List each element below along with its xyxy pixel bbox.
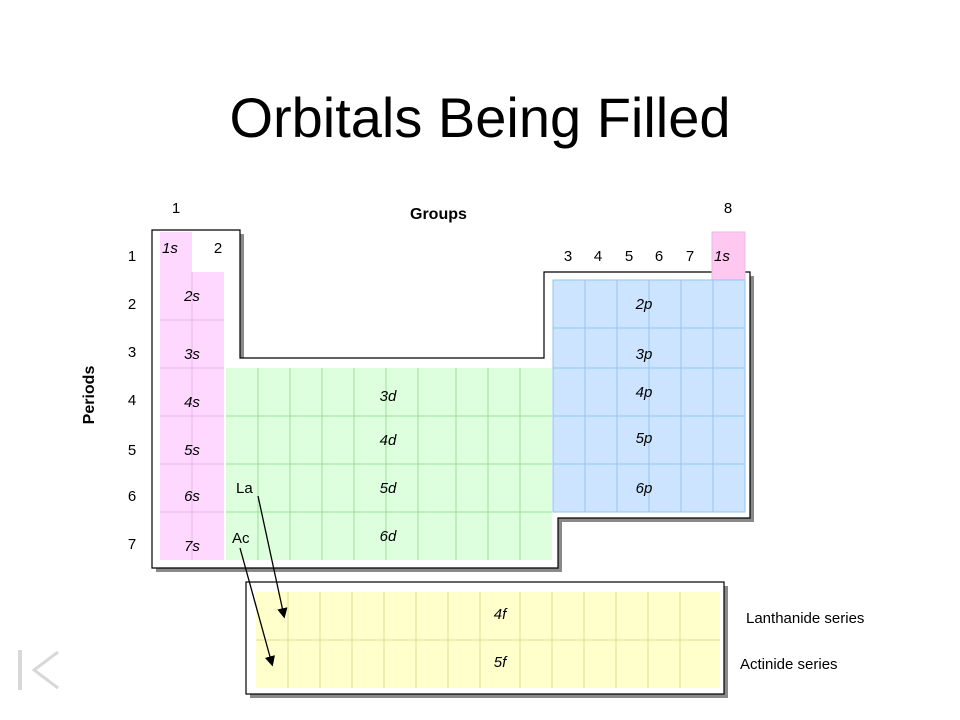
- group-number-3: 3: [563, 248, 573, 265]
- p-block-label-3p: 3p: [635, 346, 653, 363]
- group-number-5: 5: [624, 248, 634, 265]
- p-block-label-6p: 6p: [635, 480, 653, 497]
- orbital-label-1s-group8: 1s: [714, 248, 730, 265]
- group-number-6: 6: [654, 248, 664, 265]
- period-number-1: 1: [127, 248, 137, 265]
- s-block-label-4s: 4s: [184, 394, 200, 411]
- arrow-ac-to-actinides: [239, 547, 275, 667]
- s-block-label-2s: 2s: [184, 288, 200, 305]
- period-number-4: 4: [127, 392, 137, 409]
- actinide-series-label: Actinide series: [740, 656, 838, 673]
- arrow-la-to-lanthanides: [257, 495, 288, 619]
- d-block-label-5d: 5d: [379, 480, 397, 497]
- period-number-3: 3: [127, 344, 137, 361]
- f-block-grid: [256, 592, 720, 688]
- s-block-label-7s: 7s: [184, 538, 200, 555]
- page-title: Orbitals Being Filled: [229, 86, 731, 149]
- first-slide-icon[interactable]: [18, 650, 62, 690]
- period-number-6: 6: [127, 488, 137, 505]
- s-block-1s-left: [160, 232, 192, 272]
- element-label-ac: Ac: [232, 530, 250, 547]
- s-block-label-5s: 5s: [184, 442, 200, 459]
- period-number-5: 5: [127, 442, 137, 459]
- s-block-label-1s: 1s: [162, 240, 178, 257]
- s-block-label-6s: 6s: [184, 488, 200, 505]
- d-block-label-3d: 3d: [379, 388, 397, 405]
- lanthanide-series-label: Lanthanide series: [746, 610, 865, 627]
- f-block-label-5f: 5f: [493, 654, 507, 671]
- period-number-2: 2: [127, 296, 137, 313]
- group-number-8: 8: [723, 200, 733, 217]
- s-block-grid: [160, 272, 224, 560]
- group-number-4: 4: [593, 248, 603, 265]
- group-number-7: 7: [685, 248, 695, 265]
- period-number-7: 7: [127, 536, 137, 553]
- d-block-label-4d: 4d: [379, 432, 397, 449]
- p-block-label-2p: 2p: [635, 296, 653, 313]
- f-block-label-4f: 4f: [493, 606, 507, 623]
- p-block-grid: [553, 280, 745, 512]
- groups-label: Groups: [410, 206, 467, 223]
- group-number-1: 1: [171, 200, 181, 217]
- d-block-grid: [226, 368, 552, 560]
- d-block-label-6d: 6d: [379, 528, 397, 545]
- s-block-label-3s: 3s: [184, 346, 200, 363]
- group-number-2: 2: [213, 240, 223, 257]
- p-block-label-4p: 4p: [635, 384, 653, 401]
- element-label-la: La: [236, 480, 253, 497]
- periods-label: Periods: [81, 365, 98, 425]
- p-block-label-5p: 5p: [635, 430, 653, 447]
